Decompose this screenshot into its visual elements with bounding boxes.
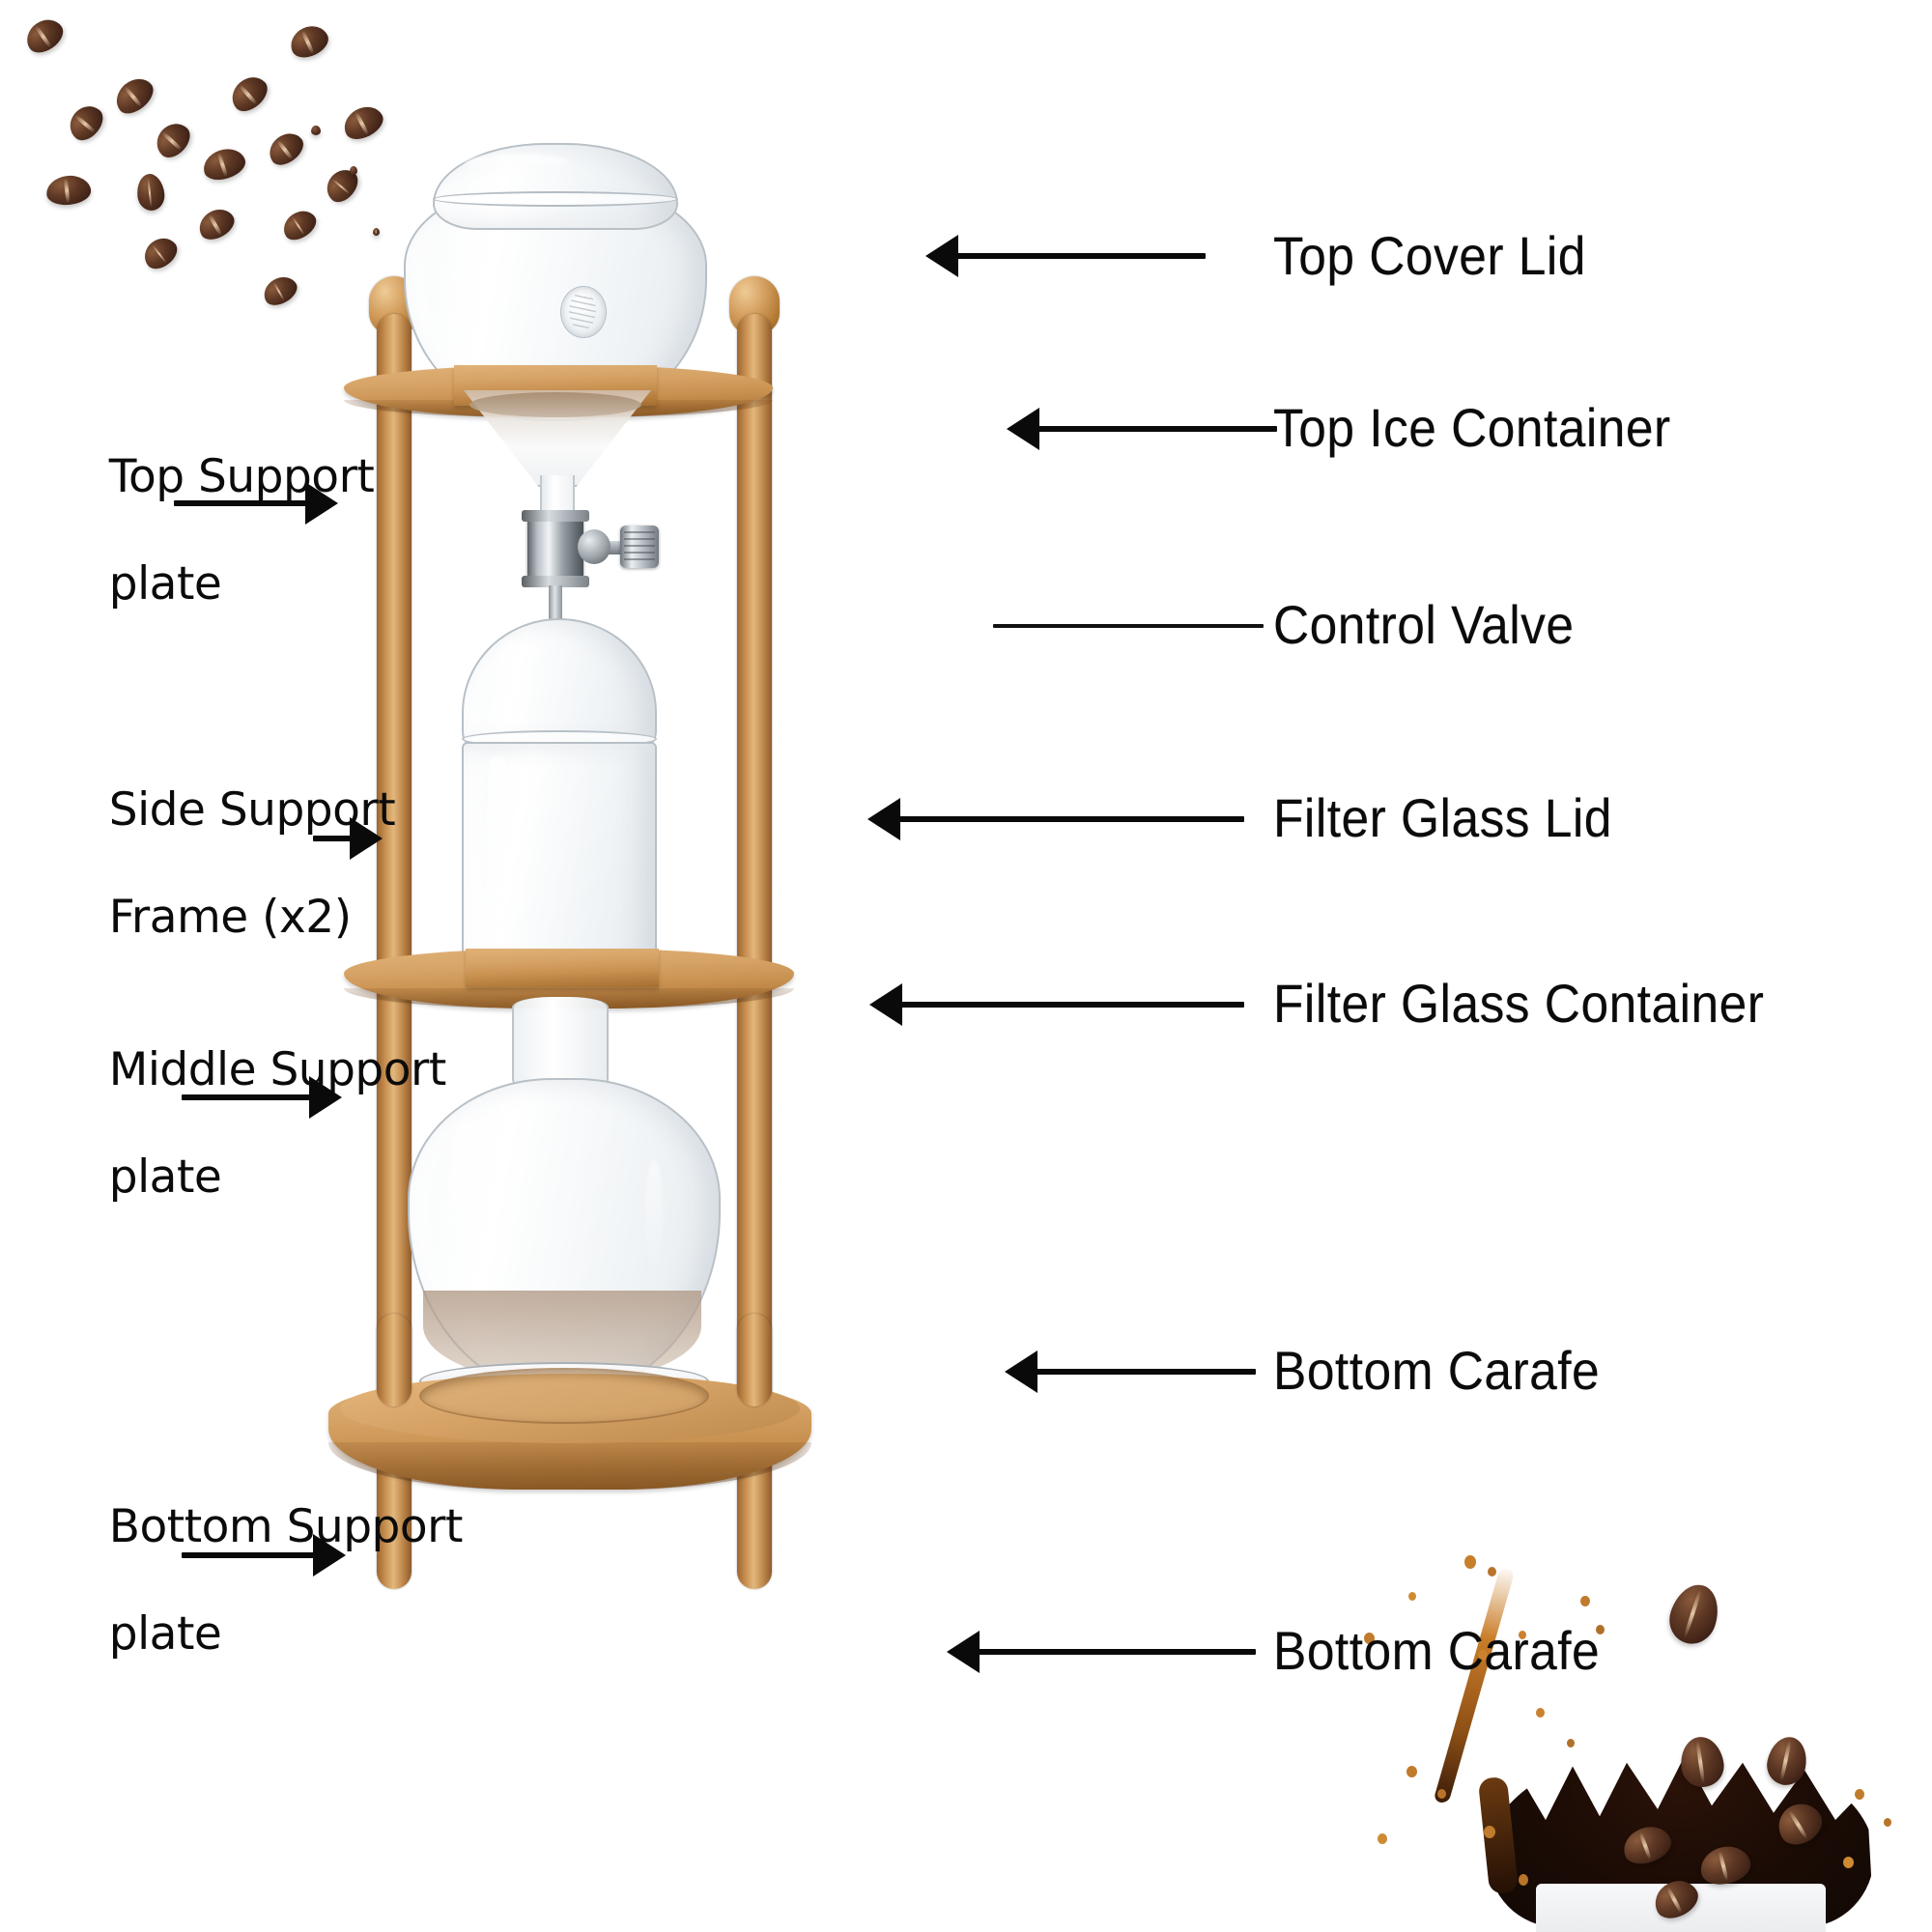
arrowhead-left-icon bbox=[867, 798, 900, 840]
coffee-bean-icon bbox=[109, 71, 159, 120]
splash-droplet bbox=[1378, 1833, 1387, 1844]
coffee-beans-decoration bbox=[0, 0, 388, 311]
splash-droplet bbox=[1406, 1766, 1417, 1777]
splash-droplet bbox=[1484, 1826, 1495, 1838]
label-top-ice-container: Top Ice Container bbox=[1273, 397, 1671, 458]
label-side-support-frame: Side Support Frame (x2) bbox=[53, 730, 396, 998]
coffee-bean-icon bbox=[150, 116, 196, 164]
splash-droplet bbox=[1843, 1857, 1854, 1868]
coffee-bean-icon bbox=[135, 172, 166, 213]
label-middle-support-plate: Middle Support plate bbox=[53, 990, 447, 1258]
top-cover-lid-rim bbox=[433, 191, 678, 207]
splash-stream bbox=[1433, 1567, 1516, 1804]
coffee-bean-icon bbox=[193, 203, 240, 245]
leader-shaft bbox=[898, 1002, 1244, 1008]
label-control-valve: Control Valve bbox=[1273, 594, 1575, 655]
splash-droplet bbox=[1364, 1633, 1375, 1644]
side-support-post-left-front bbox=[377, 1314, 412, 1406]
arrowhead-left-icon bbox=[925, 235, 958, 277]
arrowhead-left-icon bbox=[947, 1631, 980, 1673]
leader-shaft bbox=[182, 1094, 313, 1100]
label-bottom-carafe: Bottom Carafe bbox=[1273, 1340, 1601, 1401]
label-filter-glass-lid: Filter Glass Lid bbox=[1273, 787, 1612, 848]
coffee-bean-icon bbox=[277, 205, 322, 245]
coffee-bean-icon bbox=[373, 228, 380, 236]
arrowhead-left-icon bbox=[869, 983, 902, 1026]
splash-droplet bbox=[1580, 1596, 1590, 1606]
arrowhead-right-icon bbox=[309, 1076, 342, 1119]
splash-droplet bbox=[1437, 1789, 1446, 1799]
splash-droplet bbox=[1478, 1650, 1488, 1661]
splash-droplet bbox=[1519, 1874, 1528, 1886]
coffee-bean-icon bbox=[44, 173, 93, 208]
control-valve-knob-grooves-icon bbox=[624, 531, 655, 562]
label-bottom-carafe-base: Bottom Carafe bbox=[1273, 1620, 1601, 1681]
leader-shaft bbox=[182, 1552, 317, 1558]
coffee-bean-icon bbox=[63, 99, 109, 147]
label-filter-glass-container: Filter Glass Container bbox=[1273, 973, 1765, 1034]
leader-shaft bbox=[1036, 426, 1277, 432]
splash-droplet bbox=[1488, 1567, 1496, 1577]
arrowhead-right-icon bbox=[313, 1534, 346, 1577]
coffee-bean-icon bbox=[311, 126, 321, 135]
control-valve-collar-top bbox=[522, 510, 589, 522]
filter-glass-container bbox=[462, 742, 657, 976]
label-top-cover-lid: Top Cover Lid bbox=[1273, 225, 1586, 286]
coffee-bean-icon bbox=[263, 127, 309, 171]
splash-droplet bbox=[1567, 1739, 1575, 1747]
coffee-bean-icon bbox=[1662, 1578, 1726, 1650]
label-line-2: plate bbox=[108, 1151, 222, 1205]
control-valve-ball-joint[interactable] bbox=[578, 529, 611, 564]
label-line-1: Middle Support bbox=[108, 1043, 447, 1097]
middle-support-plate-opening bbox=[466, 949, 659, 987]
control-valve-collar-bottom bbox=[522, 576, 589, 587]
label-line-2: plate bbox=[108, 1607, 222, 1662]
splash-droplet bbox=[1855, 1789, 1864, 1800]
label-line-2: Frame (x2) bbox=[108, 891, 352, 945]
leader-shaft bbox=[976, 1649, 1256, 1655]
leader-shaft bbox=[313, 836, 354, 841]
label-bottom-support-plate: Bottom Support plate bbox=[53, 1447, 464, 1715]
brand-emblem-lines-icon bbox=[569, 292, 596, 330]
label-line-1: Side Support bbox=[108, 783, 396, 838]
splash-droplet bbox=[1464, 1555, 1476, 1569]
label-line-1: Bottom Support bbox=[108, 1500, 464, 1554]
arrowhead-right-icon bbox=[350, 817, 383, 860]
coffee-bean-icon bbox=[225, 70, 273, 118]
cold-brew-tower bbox=[319, 116, 918, 1642]
leader-shaft bbox=[896, 816, 1244, 822]
splash-droplet bbox=[1408, 1592, 1416, 1601]
coffee-bean-icon bbox=[350, 166, 357, 175]
arrowhead-left-icon bbox=[1005, 1350, 1037, 1393]
label-line-1: Top Support bbox=[108, 450, 375, 504]
splash-droplet bbox=[1596, 1625, 1605, 1634]
label-line-2: plate bbox=[108, 557, 222, 611]
splash-droplet bbox=[1519, 1631, 1526, 1639]
arrowhead-left-icon bbox=[1007, 408, 1039, 450]
side-support-post-right-front bbox=[737, 1314, 772, 1406]
coffee-splash-decoration bbox=[1294, 1507, 1932, 1932]
top-cover-lid bbox=[433, 143, 678, 230]
coffee-bean-icon bbox=[138, 231, 183, 275]
leader-shaft bbox=[993, 624, 1264, 628]
control-valve-drip-tube bbox=[549, 585, 562, 626]
leader-shaft bbox=[954, 253, 1206, 259]
coffee-bean-icon bbox=[258, 270, 302, 311]
leader-shaft bbox=[174, 500, 309, 506]
splash-droplet bbox=[1884, 1818, 1891, 1827]
label-top-support-plate: Top Support plate bbox=[53, 397, 375, 665]
splash-droplet bbox=[1536, 1708, 1545, 1718]
arrowhead-right-icon bbox=[305, 482, 338, 525]
coffee-bean-icon bbox=[20, 13, 69, 59]
coffee-bean-icon bbox=[285, 19, 333, 64]
funnel-coffee-bed bbox=[469, 392, 641, 417]
leader-shaft bbox=[1034, 1369, 1256, 1375]
bottom-support-plate-recess bbox=[419, 1368, 709, 1424]
control-valve[interactable] bbox=[527, 514, 583, 583]
coffee-bean-icon bbox=[199, 143, 249, 185]
